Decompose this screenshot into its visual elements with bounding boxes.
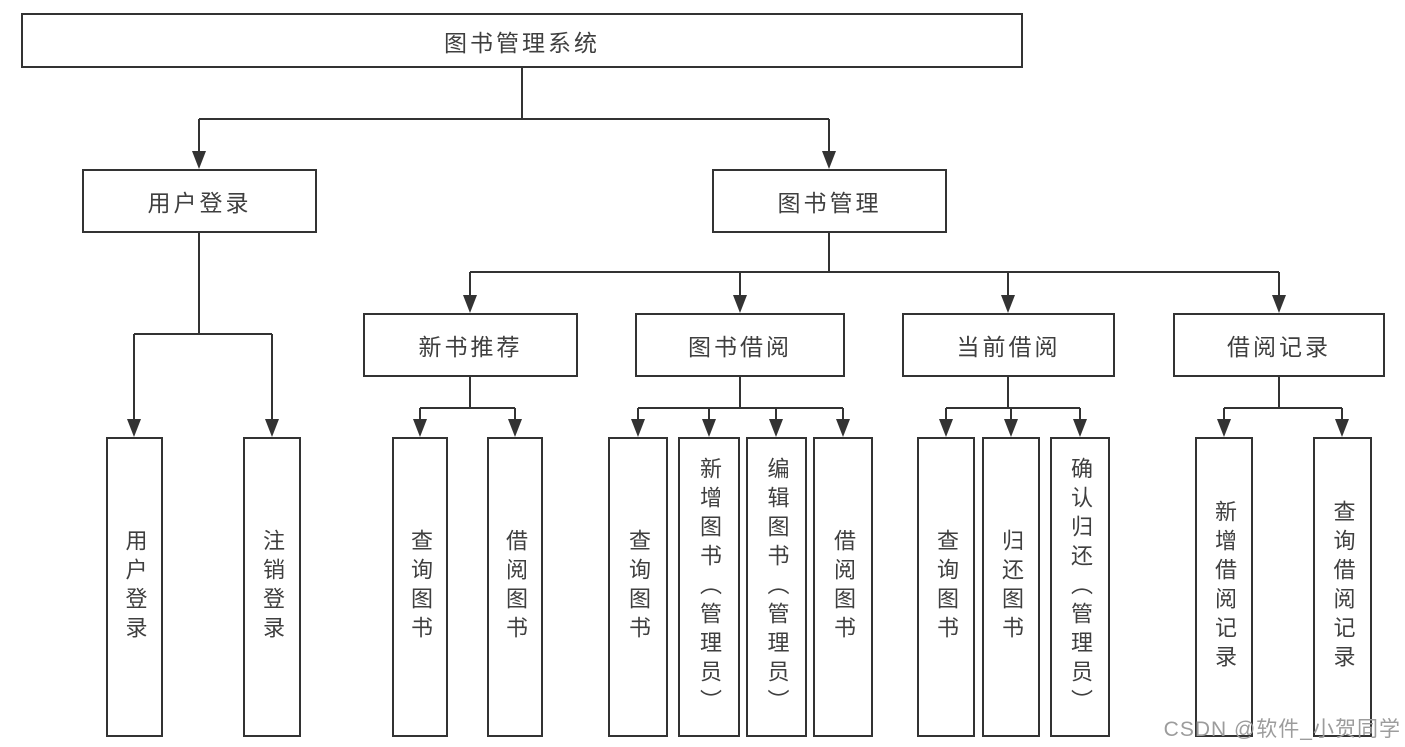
leaf-query-book-3: 查询图书: [917, 437, 975, 737]
node-book-borrow-label: 图书借阅: [688, 334, 792, 360]
leaf-query-borrow-record: 查询借阅记录: [1313, 437, 1372, 737]
node-borrow-record-label: 借阅记录: [1227, 334, 1331, 360]
leaf-query-book-3-label: 查询图书: [934, 529, 959, 645]
csdn-watermark: CSDN @软件_小贺同学: [1163, 718, 1401, 741]
node-new-book-recommend: 新书推荐: [363, 313, 578, 377]
node-book-management-label: 图书管理: [777, 190, 882, 216]
leaf-add-book-admin-label: 新增图书（管理员）: [697, 456, 722, 718]
leaf-add-borrow-record-label: 新增借阅记录: [1212, 500, 1237, 674]
leaf-query-borrow-record-label: 查询借阅记录: [1330, 500, 1356, 674]
node-new-book-recommend-label: 新书推荐: [418, 334, 523, 360]
leaf-query-book-1: 查询图书: [392, 437, 448, 737]
leaf-borrow-book-1: 借阅图书: [487, 437, 543, 737]
node-current-borrow: 当前借阅: [902, 313, 1115, 377]
leaf-confirm-return-admin: 确认归还（管理员）: [1050, 437, 1110, 737]
connector-lines: [133, 68, 1343, 420]
leaf-edit-book-admin: 编辑图书（管理员）: [746, 437, 807, 737]
node-current-borrow-label: 当前借阅: [956, 334, 1061, 360]
node-user-login-label: 用户登录: [147, 190, 252, 216]
leaf-query-book-2: 查询图书: [608, 437, 668, 737]
node-book-management: 图书管理: [712, 169, 947, 233]
node-borrow-record: 借阅记录: [1173, 313, 1385, 377]
leaf-user-login: 用户登录: [106, 437, 163, 737]
leaf-query-book-1-label: 查询图书: [408, 529, 433, 645]
leaf-add-book-admin: 新增图书（管理员）: [678, 437, 740, 737]
leaf-logout: 注销登录: [243, 437, 301, 737]
node-root-label: 图书管理系统: [444, 29, 600, 56]
leaf-logout-label: 注销登录: [260, 529, 285, 645]
leaf-return-book-label: 归还图书: [999, 529, 1024, 645]
leaf-query-book-2-label: 查询图书: [626, 529, 651, 645]
node-root: 图书管理系统: [21, 13, 1023, 68]
leaf-borrow-book-2-label: 借阅图书: [831, 529, 856, 645]
node-user-login: 用户登录: [82, 169, 317, 233]
node-book-borrow: 图书借阅: [635, 313, 845, 377]
leaf-confirm-return-admin-label: 确认归还（管理员）: [1068, 456, 1093, 718]
leaf-add-borrow-record: 新增借阅记录: [1195, 437, 1253, 737]
leaf-edit-book-admin-label: 编辑图书（管理员）: [764, 456, 790, 718]
leaf-borrow-book-1-label: 借阅图书: [503, 529, 528, 645]
leaf-user-login-label: 用户登录: [122, 529, 148, 645]
leaf-return-book: 归还图书: [982, 437, 1040, 737]
leaf-borrow-book-2: 借阅图书: [813, 437, 873, 737]
arrowheads: [127, 151, 1349, 437]
